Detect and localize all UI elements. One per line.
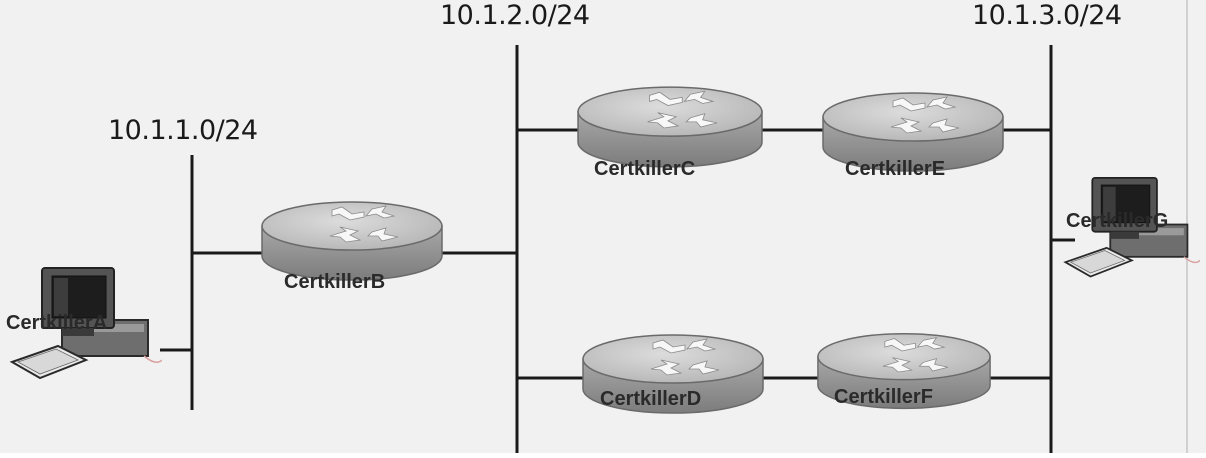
router-label-c: CertkillerC: [594, 158, 696, 180]
router-label-f: CertkillerF: [834, 386, 933, 408]
router-label-d: CertkillerD: [600, 388, 702, 410]
router-c-icon: [577, 86, 763, 168]
subnet-label-net1: 10.1.1.0/24: [108, 115, 258, 146]
router-b-icon: [261, 201, 443, 281]
router-label-b: CertkillerB: [284, 271, 386, 293]
router-label-e: CertkillerE: [845, 158, 946, 180]
host-label-g: CertkillerG: [1066, 210, 1169, 232]
host-label-a: CertkillerA: [6, 312, 108, 334]
subnet-label-net2: 10.1.2.0/24: [440, 0, 590, 31]
subnet-label-net3: 10.1.3.0/24: [972, 0, 1122, 31]
